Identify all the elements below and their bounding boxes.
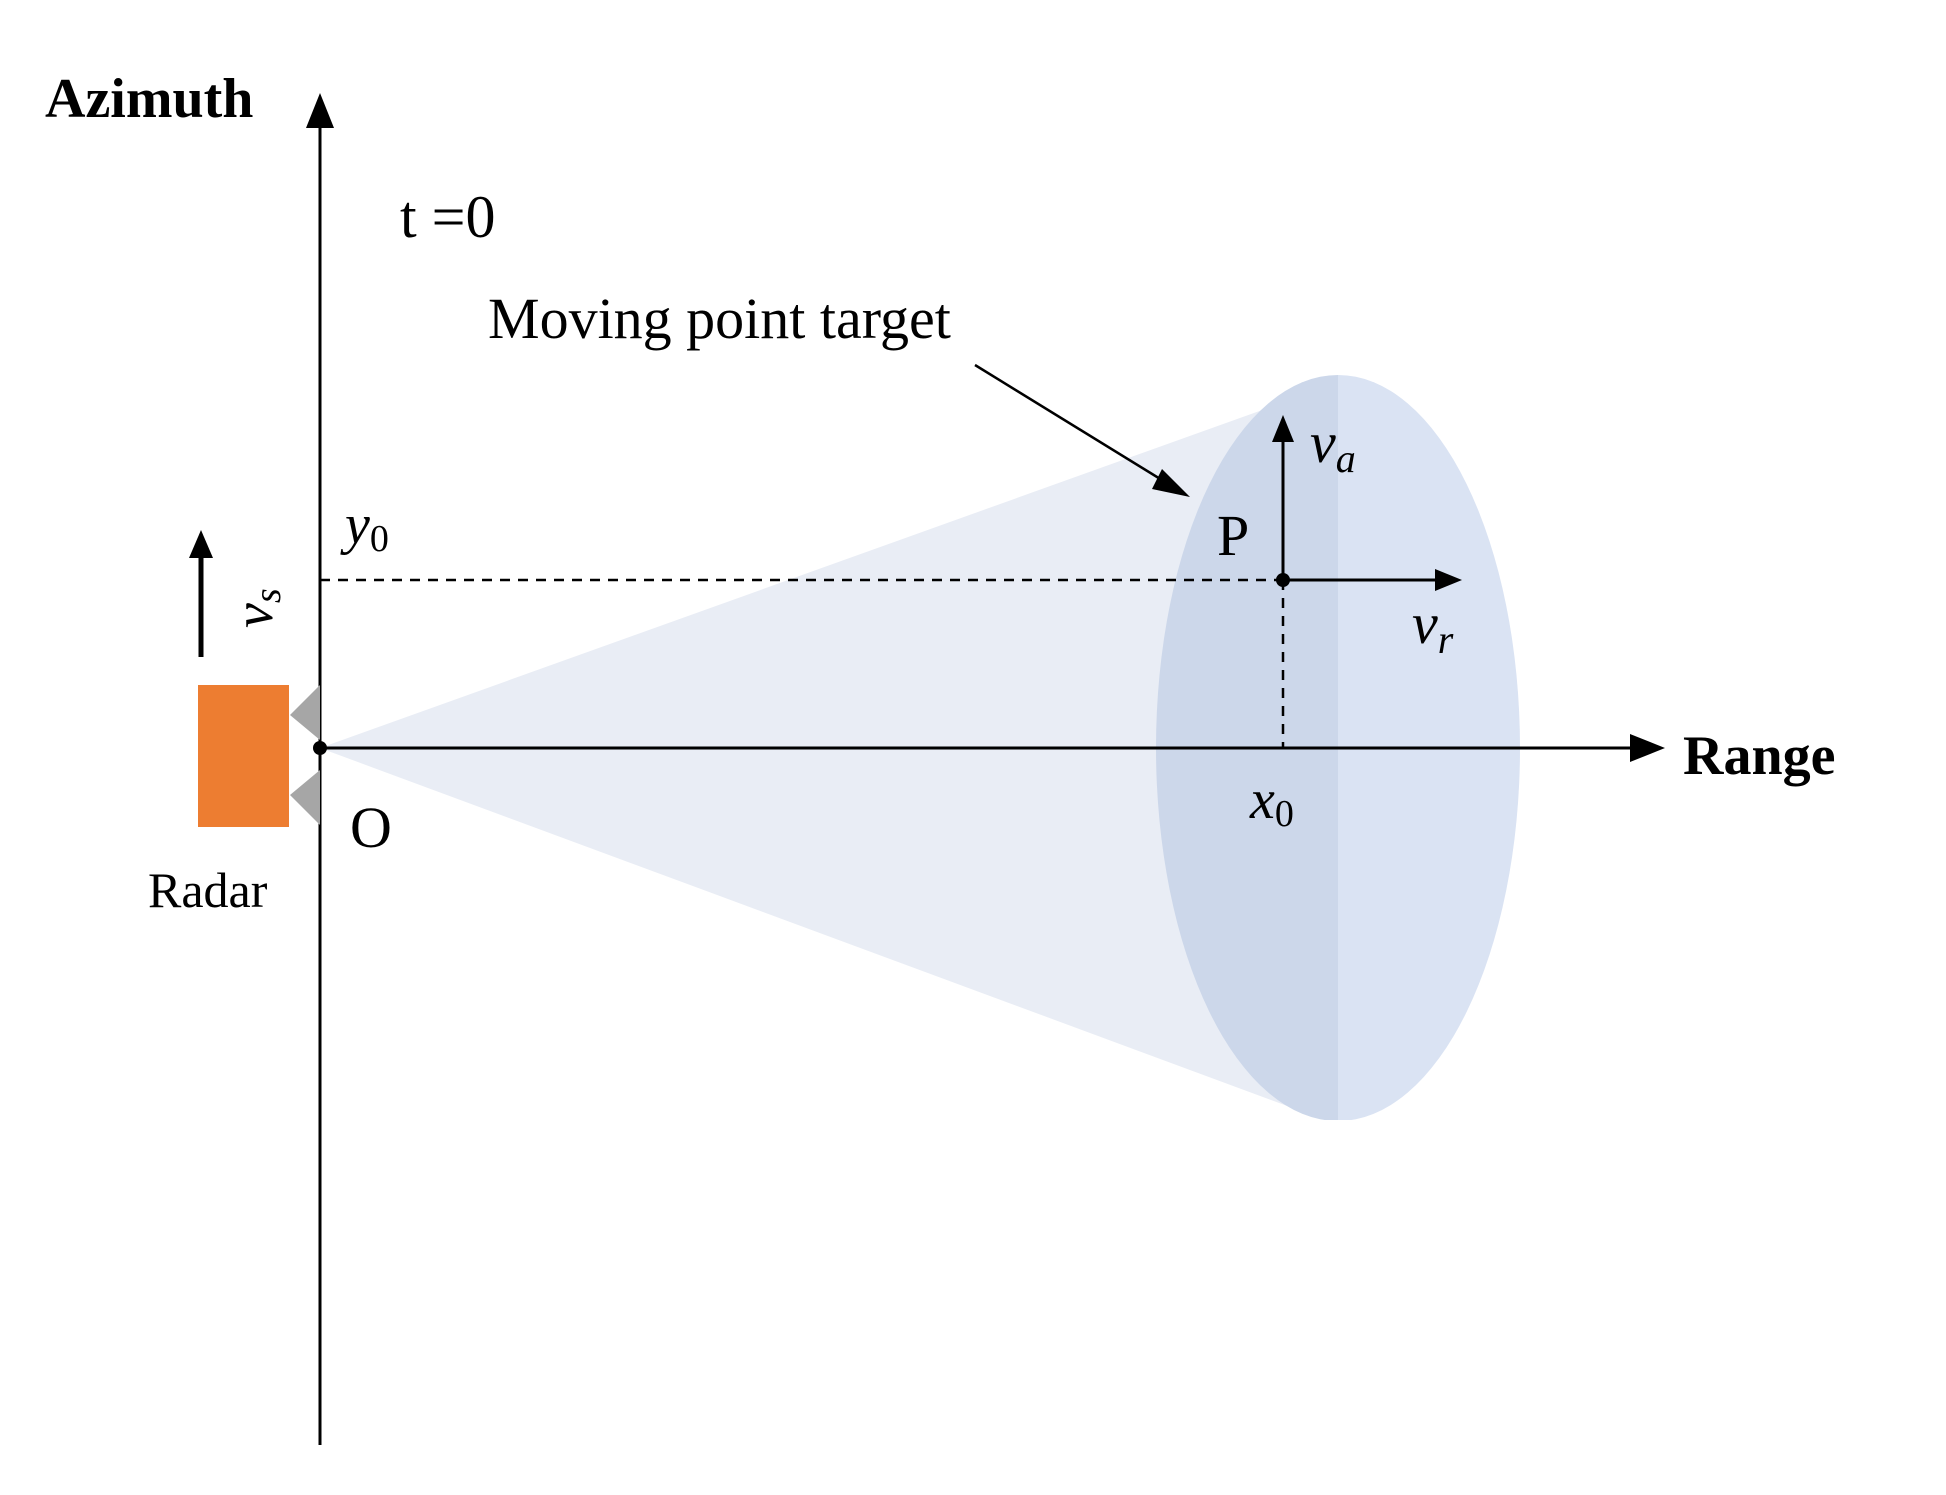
va-label-sub: a	[1336, 436, 1356, 481]
antenna-upper	[290, 685, 320, 740]
vr-label: vr	[1412, 591, 1454, 662]
azimuth-axis-label: Azimuth	[45, 68, 253, 130]
vs-label-base: v	[223, 603, 285, 628]
vr-label-sub: r	[1438, 617, 1454, 662]
target-leader-arrowhead	[1152, 469, 1190, 497]
x0-label-sub: 0	[1275, 793, 1294, 835]
origin-point	[313, 741, 327, 755]
target-leader-line	[974, 363, 1171, 487]
y0-label-base: y	[340, 494, 370, 556]
range-axis-arrowhead	[1630, 734, 1665, 762]
time-label: t =0	[400, 184, 496, 250]
vs-label: vs	[223, 588, 289, 628]
vr-label-base: v	[1412, 591, 1438, 656]
target-point-label: P	[1217, 503, 1249, 568]
radar-label: Radar	[148, 862, 268, 918]
azimuth-axis-arrowhead	[306, 93, 334, 128]
vr-arrowhead	[1435, 569, 1462, 591]
origin-label: O	[350, 795, 392, 860]
target-caption: Moving point target	[488, 286, 951, 351]
va-label-base: v	[1310, 410, 1336, 475]
range-axis-label: Range	[1683, 725, 1835, 787]
va-label: va	[1310, 410, 1356, 481]
va-arrowhead	[1272, 415, 1294, 442]
vs-label-sub: s	[247, 588, 289, 603]
antenna-lower	[290, 770, 320, 825]
radar-beam	[320, 400, 1290, 1107]
radar-velocity-arrowhead	[189, 530, 213, 558]
y0-label-sub: 0	[370, 518, 389, 560]
x0-label-base: x	[1249, 769, 1275, 831]
radar-body	[198, 685, 289, 827]
x0-label: x0	[1249, 769, 1294, 835]
y0-label: y0	[340, 494, 389, 560]
